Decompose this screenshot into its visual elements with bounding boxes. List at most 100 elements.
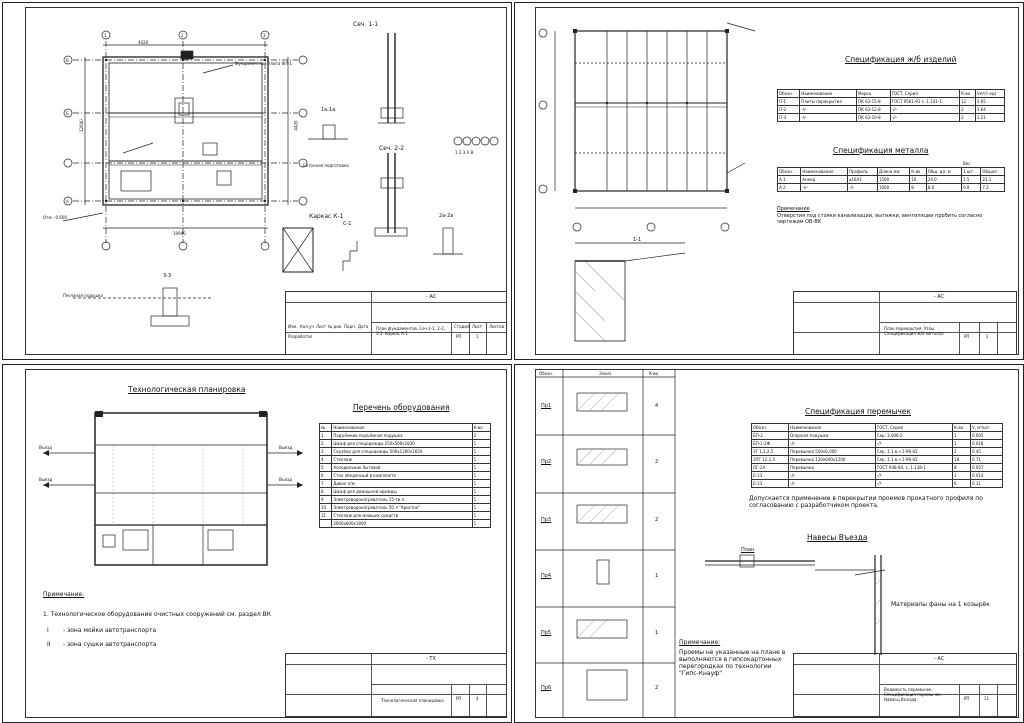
- tech-layout-drawing: [43, 411, 303, 566]
- cell: Сер. 1.1 в.ч.1-96-92: [874, 447, 954, 456]
- cell: 8: [952, 463, 971, 472]
- th: Общ. дл. м: [925, 167, 963, 176]
- cell: 1.21: [974, 113, 1006, 122]
- axis-3-top: 3: [263, 33, 266, 38]
- th: Наименование: [800, 167, 848, 176]
- note-1: 1. Технологическое оборудование очистных…: [43, 611, 271, 618]
- th: 1 шт.: [961, 167, 982, 176]
- note-prep: Бетонная подготовка: [303, 163, 349, 168]
- cell: Плиты перекрытия: [799, 97, 857, 106]
- cell: 1: [471, 447, 492, 456]
- th: Марка: [855, 89, 891, 98]
- axis-combo: 1 2 3 А В: [455, 150, 474, 155]
- stamp-stage: РП: [456, 696, 462, 701]
- cell: 0.71: [970, 455, 1003, 464]
- legend-mark-2: II: [47, 641, 51, 648]
- cell: 1: [471, 511, 492, 520]
- cell: 1.64: [974, 105, 1006, 114]
- cell: 2: [959, 105, 976, 114]
- stamp-sheet: 11: [984, 696, 990, 701]
- cell: А-1: [776, 175, 802, 184]
- th: К-во: [909, 167, 927, 176]
- cell: А-2: [776, 183, 802, 192]
- cell: -//-: [799, 105, 857, 114]
- cell: 3: [952, 471, 971, 480]
- th: Общая: [980, 167, 1005, 176]
- cell: -//-: [889, 105, 961, 114]
- cell: 3ПГ 12,1,5: [750, 455, 790, 464]
- stamp-code: - АС: [934, 656, 945, 662]
- cell: 1: [471, 471, 492, 480]
- count-pr4: 1: [655, 573, 659, 579]
- cell: -//-: [800, 183, 848, 192]
- table-row: А-1 Анкер ⌀16A1 1500 16 24.0 1.5 23.1: [776, 175, 1005, 184]
- mark-pr1: Пр1: [541, 403, 552, 409]
- table-header: № Наименование К-во: [318, 423, 492, 432]
- cell: 0.018: [970, 439, 1003, 448]
- stamp-title: Ведомость перемычек. Спецификация перемы…: [884, 687, 942, 702]
- cell: Б-13: [750, 479, 790, 488]
- section-label: 1-1: [633, 237, 642, 243]
- section-33-label: 3-3: [163, 273, 172, 279]
- cell: 0.9: [961, 183, 982, 192]
- cell: 1: [471, 439, 492, 448]
- notes-title: Примечание:: [43, 591, 85, 598]
- dim-right: 4420: [293, 120, 299, 131]
- stamp-col-doc: № док.: [328, 324, 343, 329]
- note-sand: Песчаная подушка: [63, 293, 103, 298]
- cell: 1000: [876, 183, 911, 192]
- count-pr5: 1: [655, 630, 659, 636]
- cell: 10: [318, 503, 333, 512]
- stamp-title: План фундаментов. Сеч.1-1, 2-2, 3-3. Кар…: [376, 326, 446, 336]
- stamp-col-sign: Подп.: [344, 324, 357, 329]
- cell: Перемычка 120х600х1200: [788, 455, 876, 464]
- cell: 24.0: [925, 175, 963, 184]
- note-text: Отверстия под стояки канализации, вытяжк…: [777, 213, 983, 225]
- cell: 1: [952, 439, 971, 448]
- cell: 0.057: [970, 463, 1003, 472]
- th: Обозн.: [776, 167, 802, 176]
- cell: 6: [952, 479, 971, 488]
- lintel-spec-title: Спецификация перемычек: [805, 407, 912, 416]
- cell: 7.2: [980, 183, 1005, 192]
- arrow-in-right: Въезд: [279, 477, 292, 482]
- cell: Электроводонагреватель 15-ти л.: [331, 495, 473, 504]
- th: Обозн.: [776, 89, 801, 98]
- cell: -//-: [889, 113, 961, 122]
- sheet-lintels: Обозн. Эскиз К-во Пр1 Пр2 Пр3 Пр4 Пр5 Пр…: [514, 364, 1024, 723]
- arrow-out-right: Выезд: [279, 445, 293, 450]
- section-11-label: Сеч. 1-1: [353, 21, 379, 28]
- stamp-col-izm: Изм.: [288, 324, 298, 329]
- th: V, м³/шт.: [970, 423, 1003, 432]
- stamp-sheet: 1: [476, 334, 479, 339]
- cell: Холодильник бытовой: [331, 463, 473, 472]
- cell: 5: [318, 463, 333, 472]
- cell: 18: [952, 455, 971, 464]
- spec-metal-table: Обозн. Наименование Профиль Длина мм К-в…: [776, 167, 1005, 192]
- spec-rc-table: Обозн. Наименование Марка ГОСТ, Серия К-…: [776, 89, 1006, 122]
- cell: -//-: [874, 471, 954, 480]
- dim-bottom: 19940: [173, 231, 186, 236]
- sheet-slab-plan: Спецификация ж/б изделий Обозн. Наименов…: [514, 2, 1024, 360]
- dim-top: 4420: [138, 40, 149, 45]
- th: ГОСТ, Серия: [874, 423, 954, 432]
- cell: ПК 63-15-8: [855, 97, 891, 106]
- stamp-stage-head: Стадия: [454, 324, 470, 329]
- stamp-stage: РП: [456, 334, 462, 339]
- cell: ГОСТ 9561-91 с. 1.141-1: [889, 97, 961, 106]
- th: Профиль: [846, 167, 878, 176]
- cell: Сер. 1.1 в.ч.1-96-92: [874, 455, 954, 464]
- table-row: П-3 -//- ПК 63-10-8 -//- 2 1.21: [776, 113, 1006, 122]
- count-pr1: 4: [655, 403, 659, 409]
- count-pr6: 2: [655, 685, 659, 691]
- cell: -//-: [874, 479, 954, 488]
- table-row: П-1 Плиты перекрытия ПК 63-15-8 ГОСТ 956…: [776, 97, 1006, 106]
